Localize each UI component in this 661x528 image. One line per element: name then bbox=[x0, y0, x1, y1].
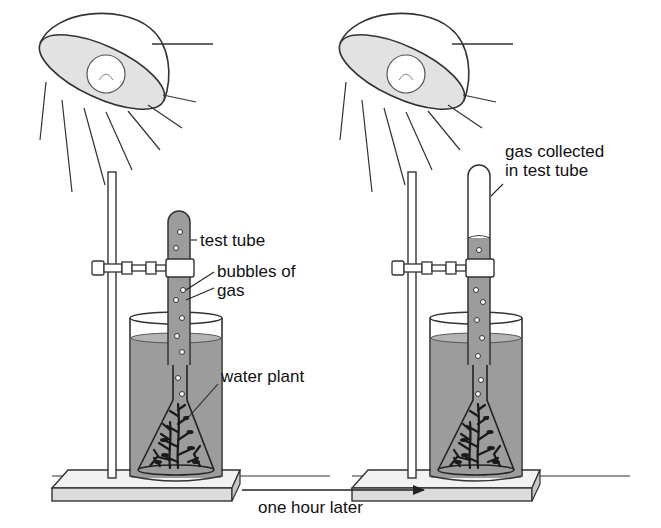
label: bubbles of gas bbox=[217, 262, 309, 300]
label: test tube bbox=[200, 231, 265, 250]
label: gas collected in test tube bbox=[505, 142, 617, 180]
label: water plant bbox=[221, 367, 304, 386]
label: one hour later bbox=[258, 498, 363, 517]
